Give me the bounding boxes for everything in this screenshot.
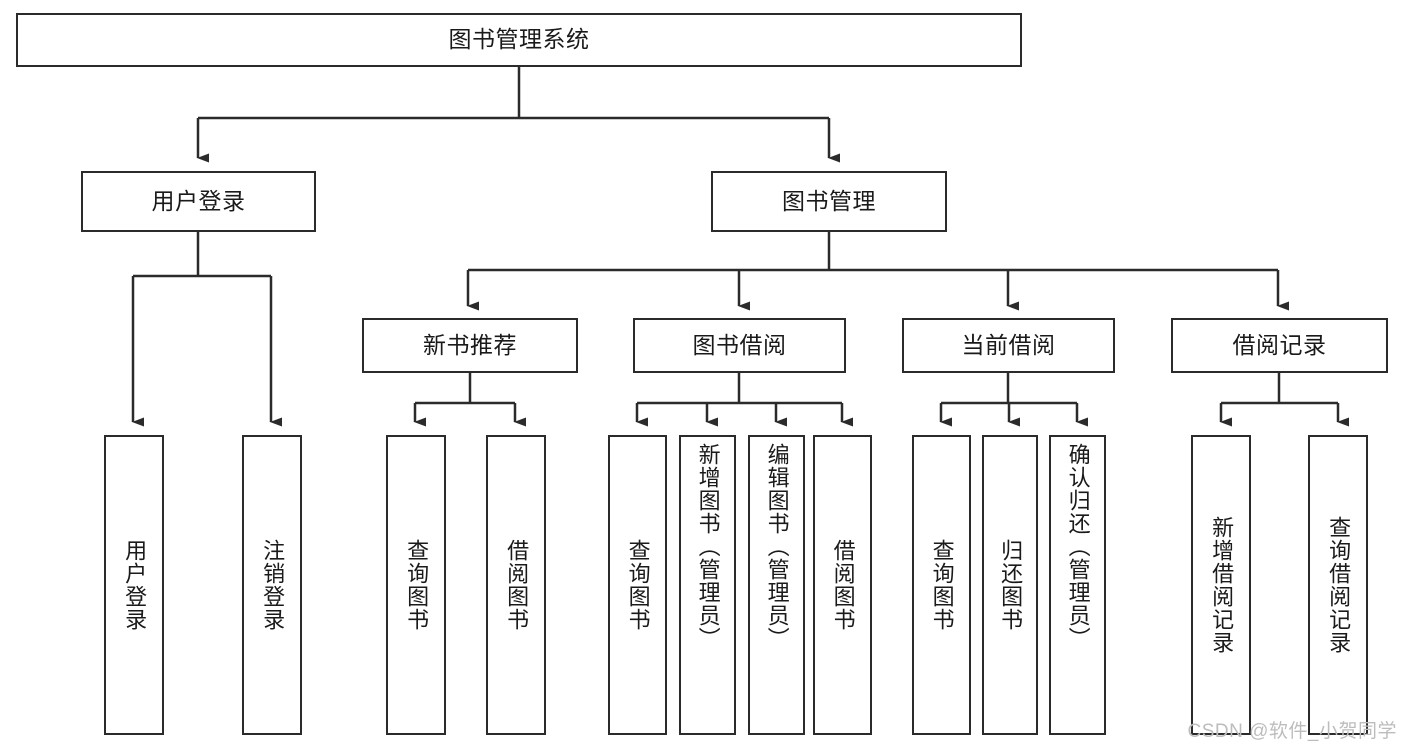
node-leaf-borrow-book-1-label: 借阅图书 bbox=[504, 539, 530, 631]
node-leaf-add-borrow-record-label: 新增借阅记录 bbox=[1209, 516, 1235, 654]
node-leaf-query-book-1[interactable]: 查询图书 bbox=[386, 435, 446, 735]
node-leaf-user-login-label: 用户登录 bbox=[122, 539, 148, 631]
node-borrow-record-label: 借阅记录 bbox=[1232, 331, 1327, 358]
node-leaf-edit-book[interactable]: 编辑图书（管理员） bbox=[748, 435, 805, 735]
node-book-borrow[interactable]: 图书借阅 bbox=[633, 318, 846, 373]
node-leaf-borrow-book-2-label: 借阅图书 bbox=[830, 539, 856, 631]
node-new-book-recommend-label: 新书推荐 bbox=[423, 331, 517, 358]
node-book-manage-label: 图书管理 bbox=[782, 187, 876, 214]
node-new-book-recommend[interactable]: 新书推荐 bbox=[362, 318, 578, 373]
node-leaf-edit-book-label: 编辑图书（管理员） bbox=[764, 443, 790, 650]
node-leaf-query-book-2[interactable]: 查询图书 bbox=[608, 435, 667, 735]
node-user-login[interactable]: 用户登录 bbox=[81, 171, 316, 232]
node-leaf-query-borrow-record[interactable]: 查询借阅记录 bbox=[1308, 435, 1368, 735]
node-current-borrow[interactable]: 当前借阅 bbox=[902, 318, 1115, 373]
node-borrow-record[interactable]: 借阅记录 bbox=[1171, 318, 1388, 373]
node-leaf-query-book-3[interactable]: 查询图书 bbox=[912, 435, 971, 735]
node-leaf-query-borrow-record-label: 查询借阅记录 bbox=[1326, 516, 1352, 654]
node-leaf-confirm-return-label: 确认归还（管理员） bbox=[1065, 443, 1091, 650]
node-leaf-query-book-3-label: 查询图书 bbox=[929, 539, 955, 631]
node-leaf-borrow-book-2[interactable]: 借阅图书 bbox=[813, 435, 872, 735]
node-leaf-return-book[interactable]: 归还图书 bbox=[982, 435, 1038, 735]
csdn-watermark: CSDN @软件_小贺同学 bbox=[1187, 721, 1397, 742]
node-leaf-query-book-1-label: 查询图书 bbox=[404, 539, 430, 631]
node-leaf-borrow-book-1[interactable]: 借阅图书 bbox=[486, 435, 546, 735]
node-leaf-add-borrow-record[interactable]: 新增借阅记录 bbox=[1191, 435, 1251, 735]
node-leaf-confirm-return[interactable]: 确认归还（管理员） bbox=[1049, 435, 1106, 735]
node-book-borrow-label: 图书借阅 bbox=[692, 331, 787, 358]
node-user-login-label: 用户登录 bbox=[151, 187, 246, 214]
node-root-label: 图书管理系统 bbox=[448, 26, 590, 53]
node-leaf-add-book[interactable]: 新增图书（管理员） bbox=[679, 435, 736, 735]
node-leaf-return-book-label: 归还图书 bbox=[998, 539, 1024, 631]
node-leaf-user-logout[interactable]: 注销登录 bbox=[242, 435, 302, 735]
node-root[interactable]: 图书管理系统 bbox=[16, 13, 1022, 67]
node-leaf-user-logout-label: 注销登录 bbox=[260, 539, 286, 631]
node-leaf-query-book-2-label: 查询图书 bbox=[625, 539, 651, 631]
node-book-manage[interactable]: 图书管理 bbox=[711, 171, 947, 232]
node-current-borrow-label: 当前借阅 bbox=[961, 331, 1056, 358]
node-leaf-add-book-label: 新增图书（管理员） bbox=[695, 443, 721, 650]
node-leaf-user-login[interactable]: 用户登录 bbox=[104, 435, 164, 735]
